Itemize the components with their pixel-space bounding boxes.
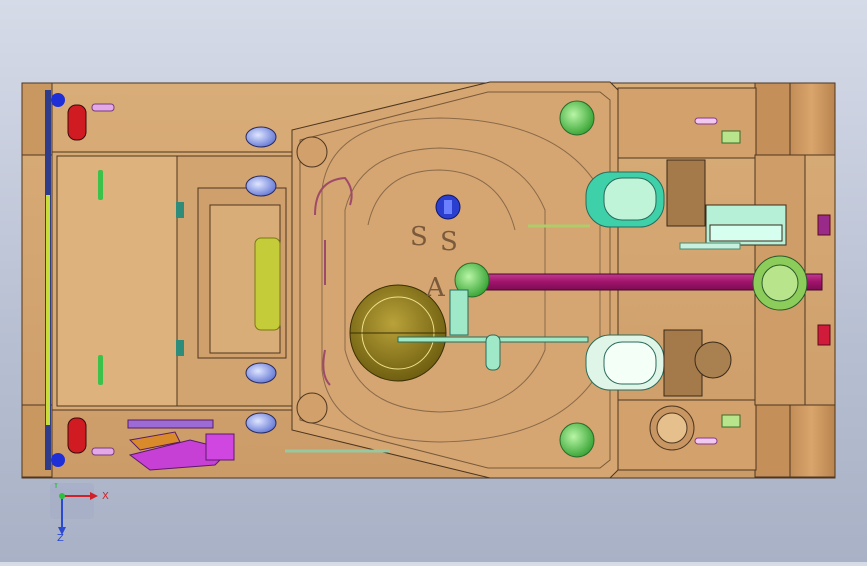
deck-handles[interactable]: [98, 170, 281, 385]
tow-hooks[interactable]: [694, 117, 831, 445]
y-axis-label: Y: [52, 483, 60, 491]
engine-caps[interactable]: [245, 126, 277, 434]
rear-lights[interactable]: [51, 93, 115, 467]
front-blocks[interactable]: [663, 159, 787, 397]
front-wheel[interactable]: [752, 255, 808, 311]
marking-s1: S: [410, 222, 428, 252]
turret-markings: S S A: [410, 222, 458, 303]
turret-blue-cap[interactable]: [435, 194, 461, 220]
marking-s2: S: [440, 227, 458, 257]
turret-vents[interactable]: [296, 136, 695, 451]
z-axis-label: Z: [57, 533, 64, 543]
left-rail: [45, 90, 51, 470]
periscopes[interactable]: [559, 100, 595, 458]
tools[interactable]: [127, 419, 235, 471]
x-axis-label: X: [102, 491, 109, 502]
grab-handles[interactable]: [314, 176, 353, 386]
coordinate-triad: X Y Z: [50, 480, 110, 544]
bars[interactable]: [285, 224, 741, 453]
main-gun[interactable]: [397, 262, 823, 371]
commander-hatch[interactable]: [349, 284, 447, 382]
driver-hatches[interactable]: [585, 171, 665, 391]
marking-a: A: [425, 273, 446, 303]
